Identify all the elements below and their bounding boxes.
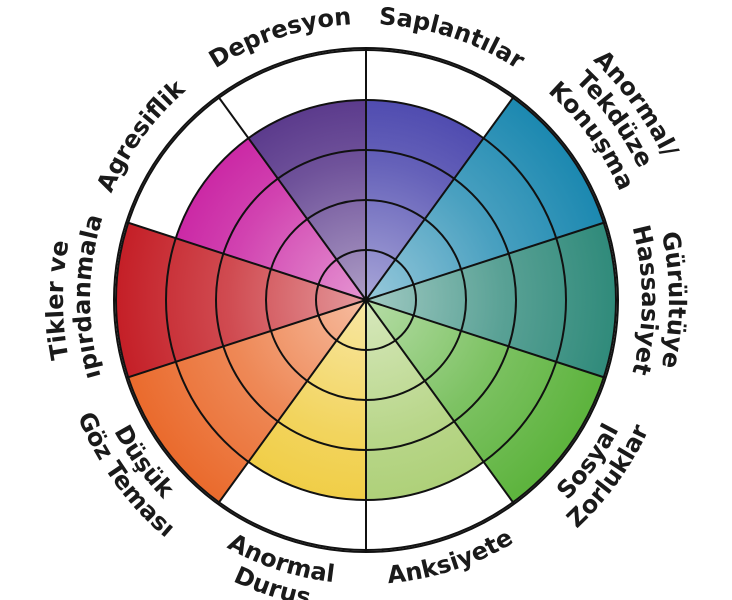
sector-6: [248, 300, 366, 500]
sector-9: [175, 138, 366, 300]
sector-4: [366, 300, 604, 503]
spoke-4: [365, 299, 606, 379]
spoke-7: [217, 299, 367, 505]
sector-8: [116, 222, 367, 378]
sector-2: [366, 97, 604, 300]
spoke-10: [217, 95, 367, 301]
sector-3-label-line-2: Hassasiyet: [626, 222, 664, 378]
spoke-9: [126, 221, 367, 301]
sector-5: [366, 300, 484, 500]
sector-7: [128, 300, 366, 503]
spoke-2: [365, 95, 515, 301]
spoke-8: [126, 299, 367, 379]
sector-10: [248, 100, 366, 300]
sector-3: [366, 222, 616, 378]
spoke-3: [365, 221, 606, 301]
grid-layer: [113, 47, 619, 553]
sector-8-label-line-1: Tikler ve: [41, 238, 75, 362]
sector-1: [366, 100, 484, 300]
sector-fills-layer: [116, 97, 616, 503]
spoke-5: [365, 299, 515, 505]
